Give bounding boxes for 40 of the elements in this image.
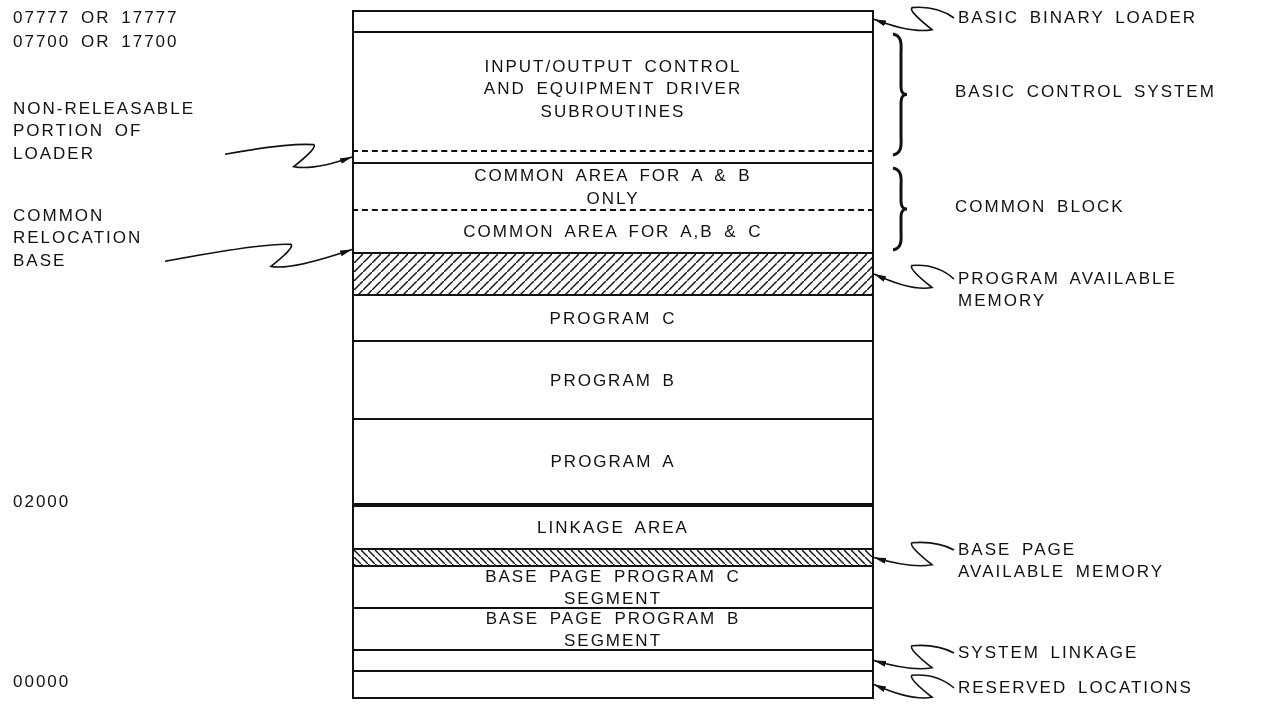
- callout-text: PROGRAM AVAILABLE MEMORY: [958, 268, 1220, 313]
- leader-line: [873, 674, 955, 699]
- leader-line: [873, 541, 955, 567]
- leader-line: [224, 143, 353, 169]
- address-label: 07777 OR 17777: [13, 8, 179, 28]
- leader-line: [164, 243, 353, 268]
- callout-text: COMMON RELOCATION BASE: [13, 205, 163, 273]
- memory-block: [352, 162, 874, 211]
- block-label: BASE PAGE PROGRAM C SEGMENT: [484, 565, 742, 610]
- block-label: COMMON AREA FOR A,B & C: [463, 221, 763, 244]
- memory-block: [352, 649, 874, 672]
- callout-text: NON-RELEASABLE PORTION OF LOADER: [13, 98, 223, 166]
- memory-block: [352, 294, 874, 342]
- callout-text: BASE PAGE AVAILABLE MEMORY: [958, 539, 1184, 584]
- group-label: BASIC CONTROL SYSTEM: [955, 82, 1216, 102]
- block-label: PROGRAM B: [550, 369, 676, 392]
- leader-line: [873, 644, 955, 670]
- block-label: PROGRAM C: [549, 307, 677, 330]
- block-label: INPUT/OUTPUT CONTROL AND EQUIPMENT DRIVER SUBROUTINES: [482, 56, 744, 123]
- memory-block: [352, 31, 874, 164]
- address-label: 07700 OR 17700: [13, 32, 179, 52]
- block-label: LINKAGE AREA: [537, 517, 689, 540]
- memory-block: [352, 607, 874, 651]
- callout-text: BASIC BINARY LOADER: [958, 7, 1258, 30]
- address-label: 02000: [13, 492, 71, 512]
- hatched-memory-block: [352, 252, 874, 296]
- group-label: COMMON BLOCK: [955, 197, 1125, 217]
- block-label: COMMON AREA FOR A & B ONLY: [473, 165, 753, 210]
- memory-block: [352, 418, 874, 505]
- memory-block: [352, 340, 874, 420]
- block-label: BASE PAGE PROGRAM B SEGMENT: [484, 607, 742, 652]
- memory-block: [352, 565, 874, 609]
- callout-text: RESERVED LOCATIONS: [958, 677, 1258, 700]
- memory-block: [352, 10, 874, 33]
- block-label: PROGRAM A: [550, 451, 676, 474]
- leader-line: [873, 264, 955, 290]
- address-label: 00000: [13, 672, 71, 692]
- memory-block: [352, 670, 874, 699]
- callout-text: SYSTEM LINKAGE: [958, 642, 1258, 665]
- leader-line: [873, 6, 955, 32]
